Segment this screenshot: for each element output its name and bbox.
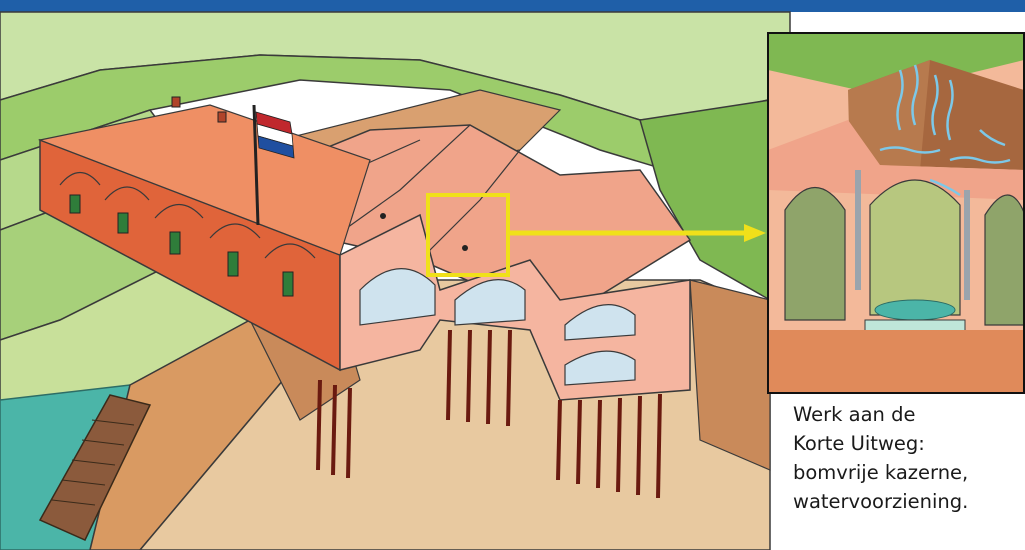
caption-line-2: Korte Uitweg: [793, 429, 1023, 458]
inset-detail [768, 33, 1025, 393]
caption: Werk aan de Korte Uitweg: bomvrije kazer… [793, 400, 1023, 516]
caption-line-1: Werk aan de [793, 400, 1023, 429]
caption-line-3: bomvrije kazerne, [793, 458, 1023, 487]
caption-line-4: watervoorziening. [793, 487, 1023, 516]
hut [172, 97, 180, 107]
hut [218, 112, 226, 122]
